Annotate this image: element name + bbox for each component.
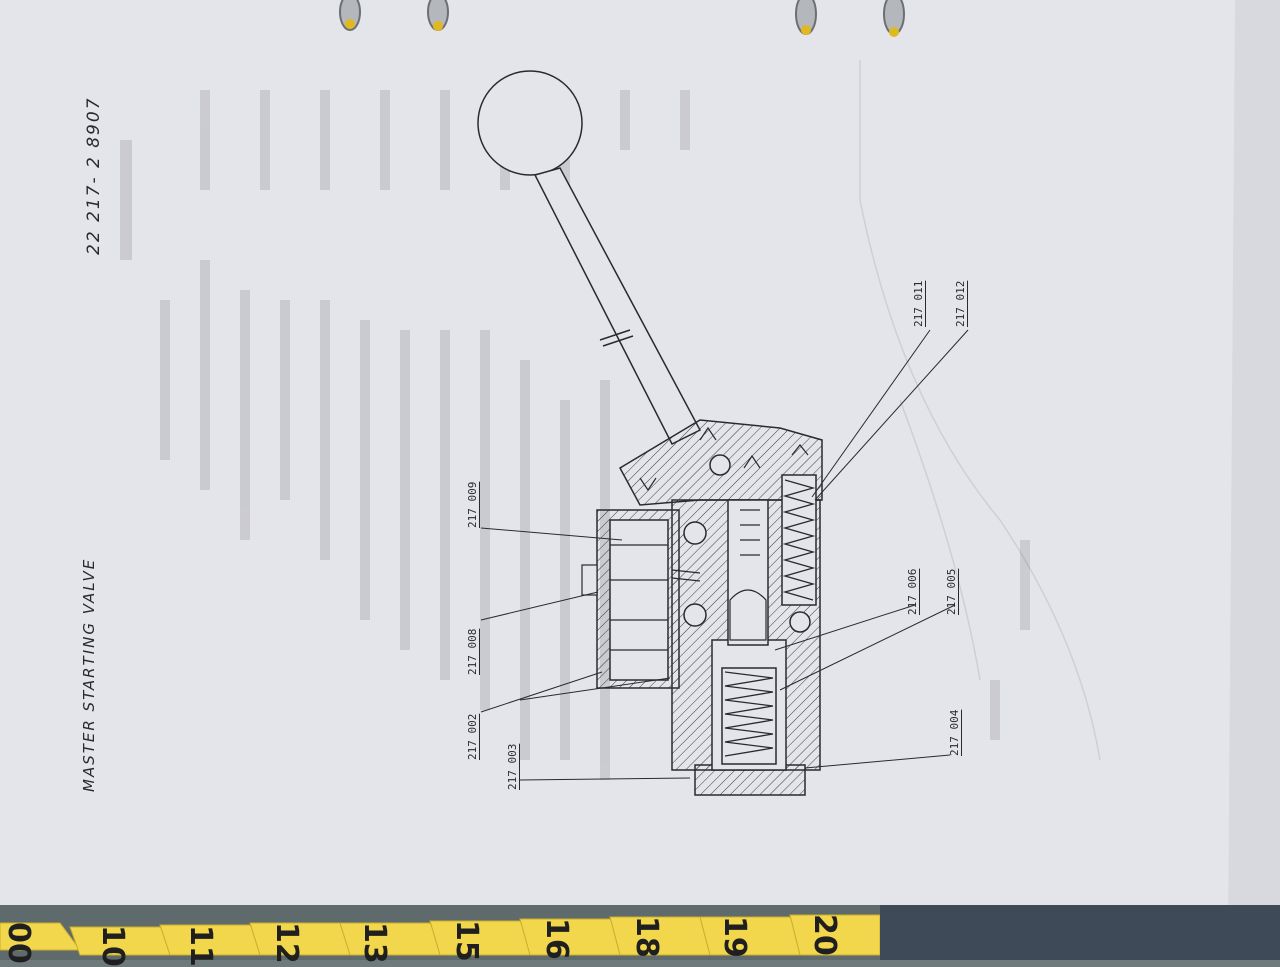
part-label: 217 002 [466, 713, 479, 760]
index-tab[interactable]: 19 [717, 916, 752, 958]
page-title: MASTER STARTING VALVE [80, 557, 98, 792]
index-tab[interactable]: 10 [95, 925, 130, 967]
part-label: 217 008 [466, 628, 479, 675]
index-tabs-strip [0, 905, 1280, 960]
part-label: 217 005 [945, 568, 958, 615]
document-number: 22 217- 2 8907 [84, 96, 104, 255]
part-label: 217 011 [912, 280, 925, 327]
index-tab[interactable]: 20 [807, 914, 842, 956]
binding-rings [339, 0, 905, 37]
part-label: 217 003 [506, 743, 519, 790]
index-tab[interactable]: 11 [183, 925, 218, 967]
index-tab[interactable]: 18 [629, 916, 664, 958]
part-label: 217 006 [906, 568, 919, 615]
part-label: 217 012 [954, 280, 967, 327]
leader-lines [480, 329, 969, 781]
index-tab[interactable]: 13 [357, 922, 392, 964]
lever-handle [477, 70, 702, 446]
valve-body [596, 419, 823, 796]
springs [724, 479, 816, 757]
index-tab[interactable]: 15 [449, 920, 484, 962]
index-tab[interactable]: 12 [269, 922, 304, 964]
index-tab[interactable]: 16 [539, 918, 574, 960]
part-label: 217 009 [466, 481, 479, 528]
index-tab[interactable]: 00 [1, 922, 36, 964]
part-label: 217 004 [948, 709, 961, 756]
